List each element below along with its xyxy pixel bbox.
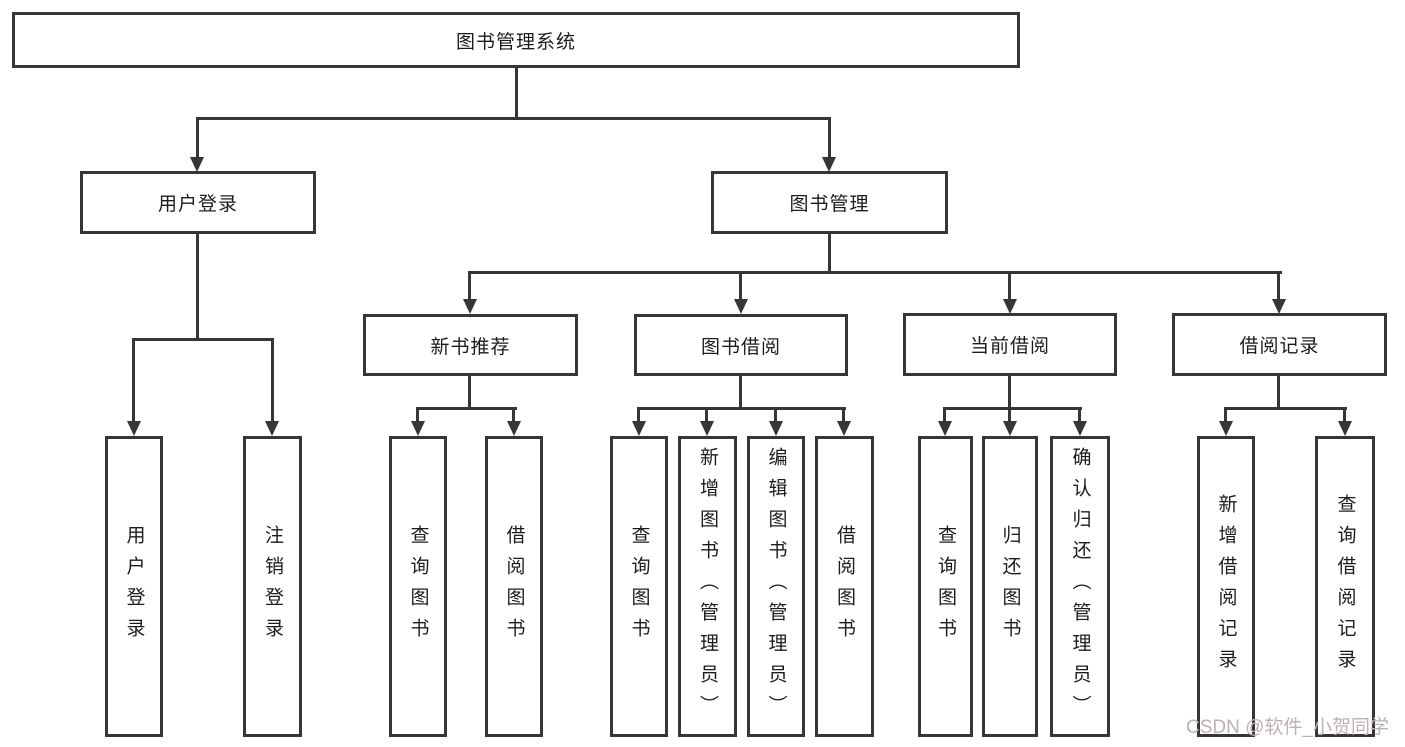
connector-line: [132, 338, 135, 422]
arrow-down-icon: [1003, 299, 1017, 314]
csdn-watermark: CSDN @软件_小贺同学: [1186, 717, 1389, 738]
arrow-down-icon: [837, 421, 851, 436]
connector-line: [132, 338, 274, 341]
arrow-down-icon: [127, 421, 141, 436]
connector-line: [1008, 271, 1011, 301]
arrow-down-icon: [632, 421, 646, 436]
arrow-down-icon: [1073, 421, 1087, 436]
connector-line: [468, 271, 471, 301]
node-new-book-recommend: 新书推荐: [363, 314, 578, 376]
arrow-down-icon: [507, 421, 521, 436]
connector-line: [774, 407, 777, 422]
connector-line: [1343, 407, 1346, 422]
node-current-borrow: 当前借阅: [903, 313, 1117, 376]
arrow-down-icon: [190, 157, 204, 172]
arrow-down-icon: [1338, 421, 1352, 436]
node-book-borrow: 图书借阅: [634, 314, 848, 376]
connector-line: [1277, 376, 1280, 410]
node-user-login: 用户登录: [80, 171, 316, 234]
connector-line: [1008, 407, 1011, 422]
connector-line: [1224, 407, 1347, 410]
leaf-user-login: 用户登录: [105, 436, 163, 737]
leaf-add-book-admin: 新增图书（管理员）: [678, 436, 737, 737]
connector-line: [1078, 407, 1081, 422]
connector-line: [271, 338, 274, 422]
leaf-return-book: 归还图书: [982, 436, 1038, 737]
leaf-borrow-book-recommend: 借阅图书: [485, 436, 543, 737]
connector-line: [943, 407, 1082, 410]
arrow-down-icon: [734, 299, 748, 314]
arrow-down-icon: [463, 299, 477, 314]
connector-line: [515, 67, 518, 119]
connector-line: [828, 234, 831, 274]
connector-line: [196, 234, 199, 341]
connector-line: [943, 407, 946, 422]
connector-line: [468, 271, 1282, 274]
leaf-query-book-recommend: 查询图书: [389, 436, 447, 737]
arrow-down-icon: [1003, 421, 1017, 436]
connector-line: [416, 407, 419, 422]
connector-line: [196, 117, 199, 159]
connector-line: [1277, 271, 1280, 301]
leaf-add-borrow-record: 新增借阅记录: [1197, 436, 1255, 737]
arrow-down-icon: [938, 421, 952, 436]
connector-line: [705, 407, 708, 422]
arrow-down-icon: [1272, 299, 1286, 314]
connector-line: [512, 407, 515, 422]
leaf-query-book-current: 查询图书: [918, 436, 973, 737]
arrow-down-icon: [700, 421, 714, 436]
leaf-borrow-book: 借阅图书: [815, 436, 874, 737]
connector-line: [828, 117, 831, 159]
node-borrow-record: 借阅记录: [1172, 313, 1387, 376]
leaf-query-book-borrow: 查询图书: [610, 436, 668, 737]
connector-line: [1224, 407, 1227, 422]
connector-line: [1008, 376, 1011, 410]
connector-line: [196, 117, 831, 120]
connector-line: [468, 376, 471, 410]
connector-line: [739, 271, 742, 301]
arrow-down-icon: [769, 421, 783, 436]
leaf-query-borrow-record: 查询借阅记录: [1315, 436, 1375, 737]
connector-line: [842, 407, 845, 422]
connector-line: [637, 407, 640, 422]
arrow-down-icon: [265, 421, 279, 436]
connector-line: [416, 407, 517, 410]
leaf-edit-book-admin: 编辑图书（管理员）: [747, 436, 805, 737]
node-library-management-system: 图书管理系统: [12, 12, 1020, 68]
leaf-confirm-return-admin: 确认归还（管理员）: [1050, 436, 1110, 737]
arrow-down-icon: [411, 421, 425, 436]
arrow-down-icon: [1219, 421, 1233, 436]
arrow-down-icon: [822, 157, 836, 172]
node-book-management: 图书管理: [711, 171, 948, 234]
connector-line: [637, 407, 846, 410]
leaf-logout: 注销登录: [243, 436, 302, 737]
connector-line: [739, 376, 742, 410]
